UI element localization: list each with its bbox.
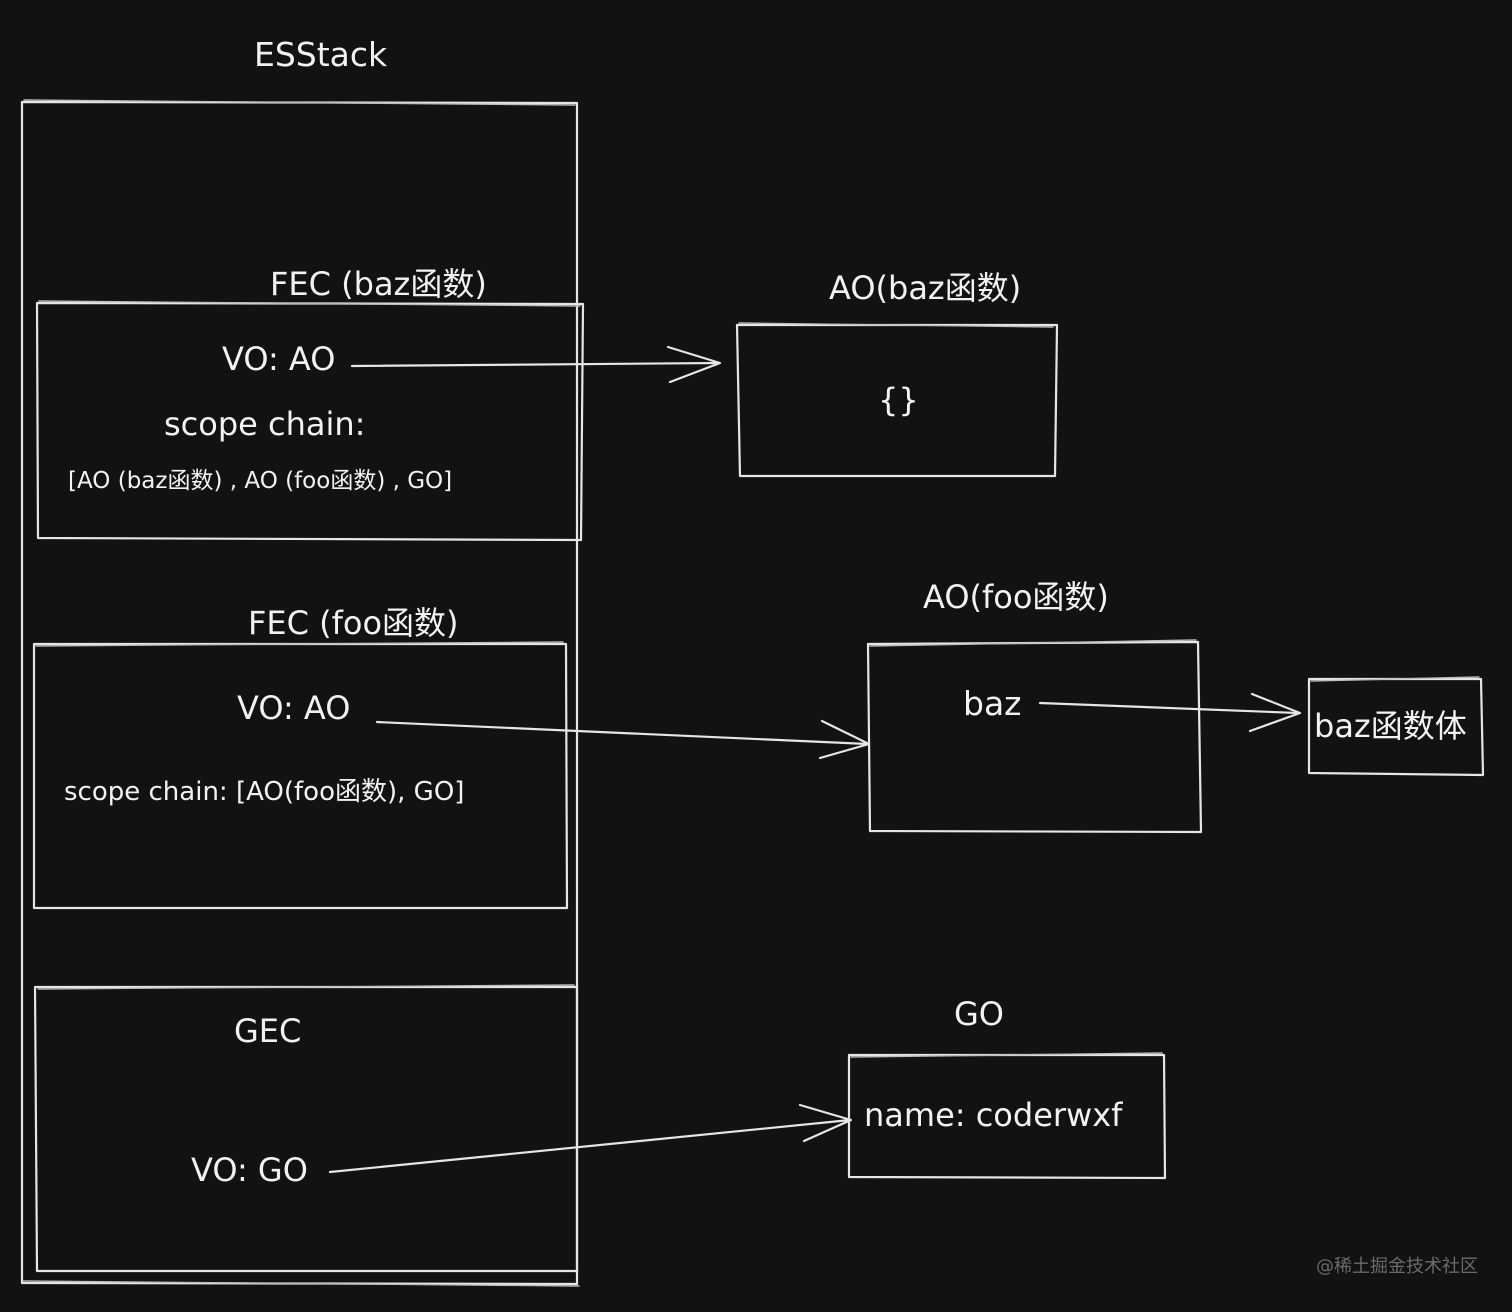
baz-body-label: baz函数体 — [1314, 707, 1467, 745]
ao-baz-content: {} — [878, 381, 919, 419]
fec-baz-title: FEC (baz函数) — [270, 265, 487, 303]
fec-foo-title: FEC (foo函数) — [248, 604, 459, 642]
gec-vo: VO: GO — [191, 1151, 308, 1189]
ao-foo-box — [866, 639, 1203, 834]
ao-foo-title: AO(foo函数) — [923, 578, 1109, 616]
go-title: GO — [954, 995, 1004, 1033]
arrow-gec-to-go — [328, 1103, 853, 1174]
arrow-fec-foo-to-ao-foo — [375, 719, 871, 760]
fec-baz-scope-label: scope chain: — [164, 405, 366, 443]
arrow-fec-baz-to-ao-baz — [350, 345, 722, 384]
fec-baz-scope-value: [AO (baz函数) , AO (foo函数) , GO] — [68, 468, 453, 494]
fec-baz-box — [35, 300, 585, 542]
fec-baz-vo: VO: AO — [222, 340, 336, 378]
fec-foo-vo: VO: AO — [237, 689, 351, 727]
arrow-baz-to-baz-body — [1038, 692, 1302, 733]
go-content: name: coderwxf — [864, 1096, 1123, 1134]
baz-body-box — [1307, 676, 1485, 777]
go-box — [847, 1052, 1167, 1180]
ao-foo-content: baz — [963, 684, 1022, 723]
esstack-title: ESStack — [254, 35, 388, 74]
fec-foo-scope: scope chain: [AO(foo函数), GO] — [64, 777, 465, 807]
fec-foo-box — [32, 641, 569, 910]
gec-box — [33, 984, 579, 1273]
ao-baz-title: AO(baz函数) — [829, 269, 1022, 307]
watermark: @稀土掘金技术社区 — [1316, 1256, 1478, 1277]
ao-baz-box — [735, 322, 1059, 478]
esstack-frame — [20, 99, 580, 1287]
gec-title: GEC — [234, 1012, 302, 1050]
